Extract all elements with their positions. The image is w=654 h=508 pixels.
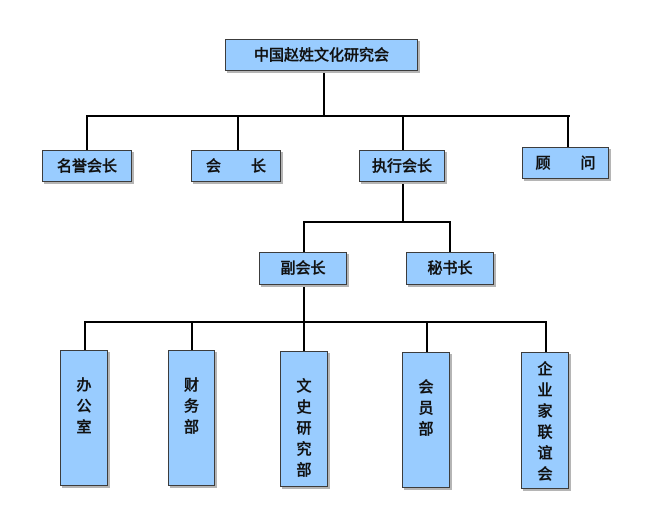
connector (545, 321, 547, 353)
honorary-president-node: 名誉会长 (42, 150, 132, 182)
vice-president-node: 副会长 (259, 252, 347, 285)
connector (303, 285, 305, 322)
entrepreneurs-association-node: 企 业 家 联 谊 会 (521, 352, 569, 489)
root-node: 中国赵姓文化研究会 (225, 39, 418, 71)
finance-department-node: 财 务 部 (168, 350, 215, 486)
connector (323, 70, 325, 116)
connector (84, 321, 86, 351)
office-department-node: 办 公 室 (60, 350, 108, 486)
secretary-general-node: 秘书长 (406, 252, 494, 285)
connector (86, 115, 570, 117)
connector (567, 115, 569, 148)
connector (402, 115, 404, 151)
connector (86, 115, 88, 151)
membership-department-node: 会 员 部 (402, 352, 450, 488)
connector (303, 321, 305, 352)
connector (303, 221, 451, 223)
executive-president-node: 执行会长 (359, 150, 445, 182)
connector (237, 115, 239, 151)
connector (426, 321, 428, 353)
advisor-node: 顾 问 (522, 147, 609, 179)
connector (84, 321, 547, 323)
connector (191, 321, 193, 351)
connector (449, 221, 451, 253)
culture-history-department-node: 文 史 研 究 部 (280, 351, 328, 487)
connector (303, 221, 305, 253)
president-node: 会 长 (191, 150, 281, 182)
connector (402, 181, 404, 222)
